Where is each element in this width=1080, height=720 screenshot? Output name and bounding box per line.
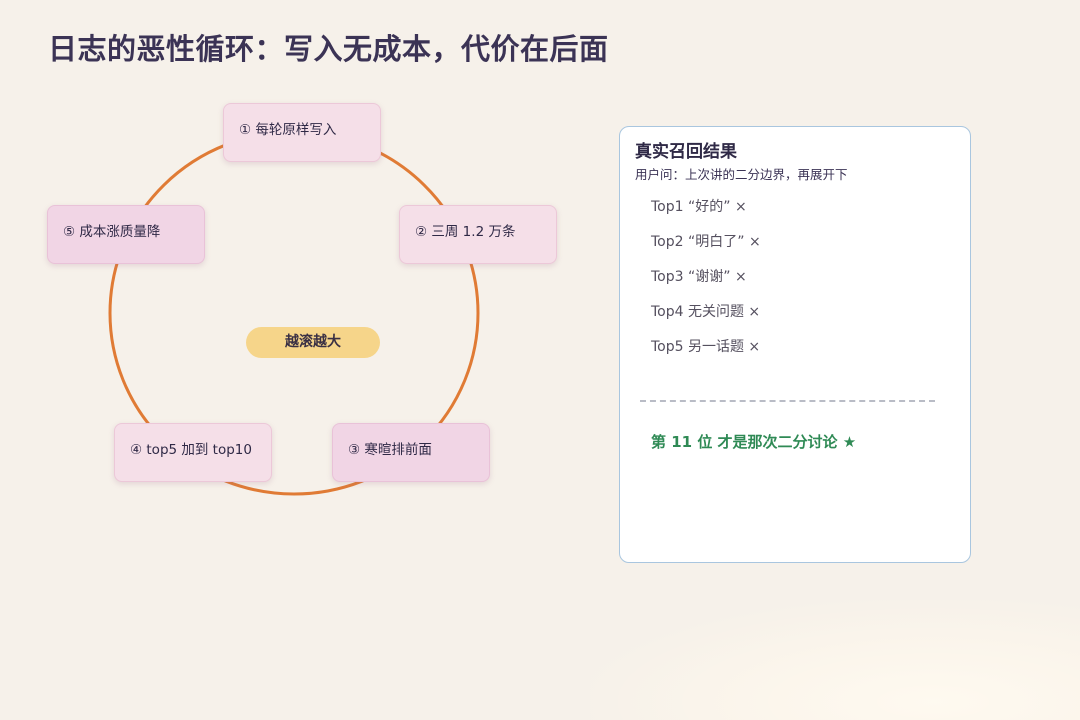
card-title: 真实召回结果 [635, 142, 737, 162]
correct-answer: 第 11 位 才是那次二分讨论 ★ [651, 433, 857, 451]
cycle-step-4: ④ top5 加到 top10 [114, 423, 272, 482]
page-title: 日志的恶性循环：写入无成本，代价在后面 [48, 32, 609, 66]
result-item-2: Top2 “明白了” × [651, 234, 761, 250]
user-question: 用户问：上次讲的二分边界，再展开下 [635, 167, 848, 182]
cycle-step-5: ⑤ 成本涨质量降 [47, 205, 205, 264]
result-item-3: Top3 “谢谢” × [651, 269, 747, 285]
dashed-divider [640, 400, 935, 402]
cycle-step-3: ③ 寒暄排前面 [332, 423, 490, 482]
cycle-step-4-label: ④ top5 加到 top10 [130, 442, 252, 458]
result-item-1: Top1 “好的” × [651, 199, 747, 215]
cycle-step-5-label: ⑤ 成本涨质量降 [63, 224, 161, 240]
cycle-step-1-label: ① 每轮原样写入 [239, 122, 337, 138]
background-glow [590, 600, 1080, 720]
result-item-5: Top5 另一话题 × [651, 339, 761, 355]
result-item-4: Top4 无关问题 × [651, 304, 761, 320]
recall-result-card: 真实召回结果 用户问：上次讲的二分边界，再展开下 Top1 “好的” × Top… [619, 126, 971, 563]
cycle-step-3-label: ③ 寒暄排前面 [348, 442, 432, 458]
cycle-step-2-label: ② 三周 1.2 万条 [415, 224, 516, 240]
cycle-step-2: ② 三周 1.2 万条 [399, 205, 557, 264]
cycle-step-1: ① 每轮原样写入 [223, 103, 381, 162]
cycle-center-label: 越滚越大 [246, 327, 380, 358]
